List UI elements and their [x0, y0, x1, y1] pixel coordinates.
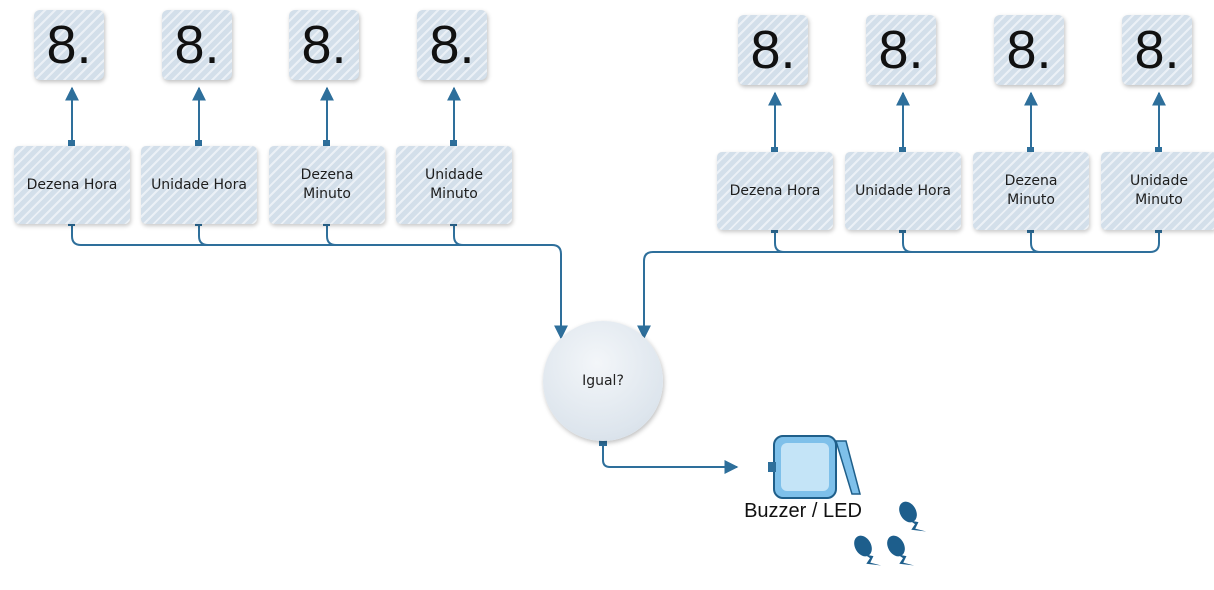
seven-segment-digit-left-3: 8.	[289, 10, 359, 80]
seven-segment-digit-right-1: 8.	[738, 15, 808, 85]
seven-segment-digit-right-2: 8.	[866, 15, 936, 85]
buzzer-icon	[768, 435, 861, 499]
wire-to-buzzer	[602, 441, 739, 474]
seven-segment-digit-right-4: 8.	[1122, 15, 1192, 85]
comparator-label: Igual?	[582, 373, 624, 389]
box-right-dezena-minuto: Dezena Minuto	[973, 152, 1089, 230]
seven-segment-digit-left-1: 8.	[34, 10, 104, 80]
seven-segment-digit-left-4: 8.	[417, 10, 487, 80]
comparator-node: Igual?	[543, 321, 663, 441]
box-left-dezena-minuto: Dezena Minuto	[269, 146, 385, 224]
box-left-unidade-minuto: Unidade Minuto	[396, 146, 512, 224]
box-right-dezena-hora: Dezena Hora	[717, 152, 833, 230]
seven-segment-digit-left-2: 8.	[162, 10, 232, 80]
box-right-unidade-minuto: Unidade Minuto	[1101, 152, 1214, 230]
seven-segment-digit-right-3: 8.	[994, 15, 1064, 85]
bus-left	[71, 222, 568, 340]
output-label: Buzzer / LED	[744, 500, 862, 522]
box-left-unidade-hora: Unidade Hora	[141, 146, 257, 224]
bus-right	[637, 229, 1160, 340]
box-right-unidade-hora: Unidade Hora	[845, 152, 961, 230]
box-left-dezena-hora: Dezena Hora	[14, 146, 130, 224]
